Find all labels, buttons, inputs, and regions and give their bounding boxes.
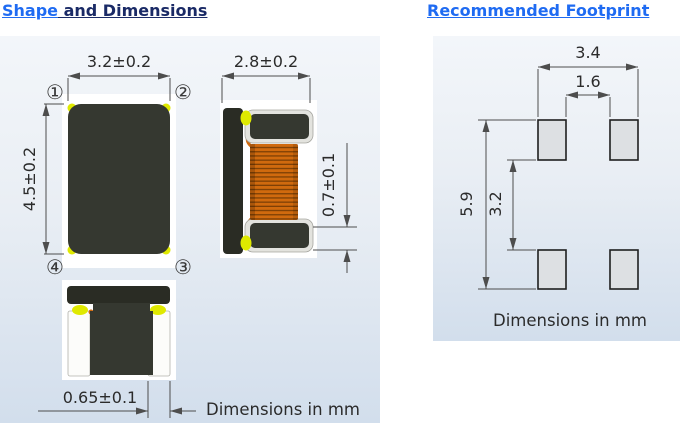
solder-pad — [609, 119, 639, 161]
footprint-pads — [537, 119, 639, 290]
component-body-top-view — [68, 104, 170, 254]
terminal-weld-mark — [240, 110, 252, 126]
shape-title-part2: and Dimensions — [58, 1, 208, 20]
shape-title-part1: Shape — [2, 1, 59, 20]
coil-winding — [250, 144, 298, 220]
bottom-electrode — [250, 223, 309, 248]
top-electrode — [250, 114, 309, 139]
terminal-weld-mark — [240, 235, 252, 251]
dim-terminal-width-label: 0.65±0.1 — [63, 388, 137, 407]
footprint-drawing: 3.4 1.6 5.9 3.2 Dimensions in mm — [457, 43, 647, 330]
solder-pad — [537, 119, 567, 161]
dim-side-width-label: 2.8±0.2 — [234, 52, 298, 71]
shape-dimensions-drawing: 3.2±0.2 4.5±0.2 ① ② ③ ④ — [20, 52, 360, 419]
dim-inner-height-label: 3.2 — [486, 191, 505, 216]
footprint-panel: 3.4 1.6 5.9 3.2 Dimensions in mm — [433, 36, 680, 341]
coil-shading — [293, 144, 298, 220]
coil-shading — [250, 144, 255, 220]
dim-inner-width-label: 1.6 — [575, 72, 600, 91]
terminal-number-2: ② — [174, 80, 192, 104]
terminal-number-1: ① — [46, 80, 64, 104]
dim-top-width-label: 3.2±0.2 — [87, 52, 151, 71]
core-flange — [223, 108, 243, 254]
dim-outer-width-label: 3.4 — [575, 43, 600, 62]
shape-dimensions-title[interactable]: Shape and Dimensions — [2, 1, 207, 20]
component-body-bottom-view — [90, 303, 153, 375]
top-view: 3.2±0.2 4.5±0.2 ① ② ③ ④ — [20, 52, 192, 279]
units-note: Dimensions in mm — [493, 311, 647, 330]
terminal-weld-mark — [150, 305, 166, 315]
core-flange-bar — [67, 286, 170, 304]
solder-pad — [537, 249, 567, 290]
terminal-number-4: ④ — [46, 255, 64, 279]
bottom-view: 0.65±0.1 — [38, 280, 196, 418]
units-note: Dimensions in mm — [206, 400, 360, 419]
shape-dimensions-panel: 3.2±0.2 4.5±0.2 ① ② ③ ④ — [0, 36, 380, 423]
dim-height-label: 4.5±0.2 — [20, 147, 39, 211]
side-view: 2.8±0.2 0.7±0.1 — [220, 52, 357, 273]
solder-pad — [609, 249, 639, 290]
dim-outer-height-label: 5.9 — [457, 191, 476, 216]
metal-terminal — [67, 310, 91, 377]
dim-terminal-height-label: 0.7±0.1 — [319, 153, 338, 217]
terminal-number-3: ③ — [174, 255, 192, 279]
terminal-weld-mark — [72, 305, 88, 315]
recommended-footprint-title[interactable]: Recommended Footprint — [427, 1, 650, 20]
